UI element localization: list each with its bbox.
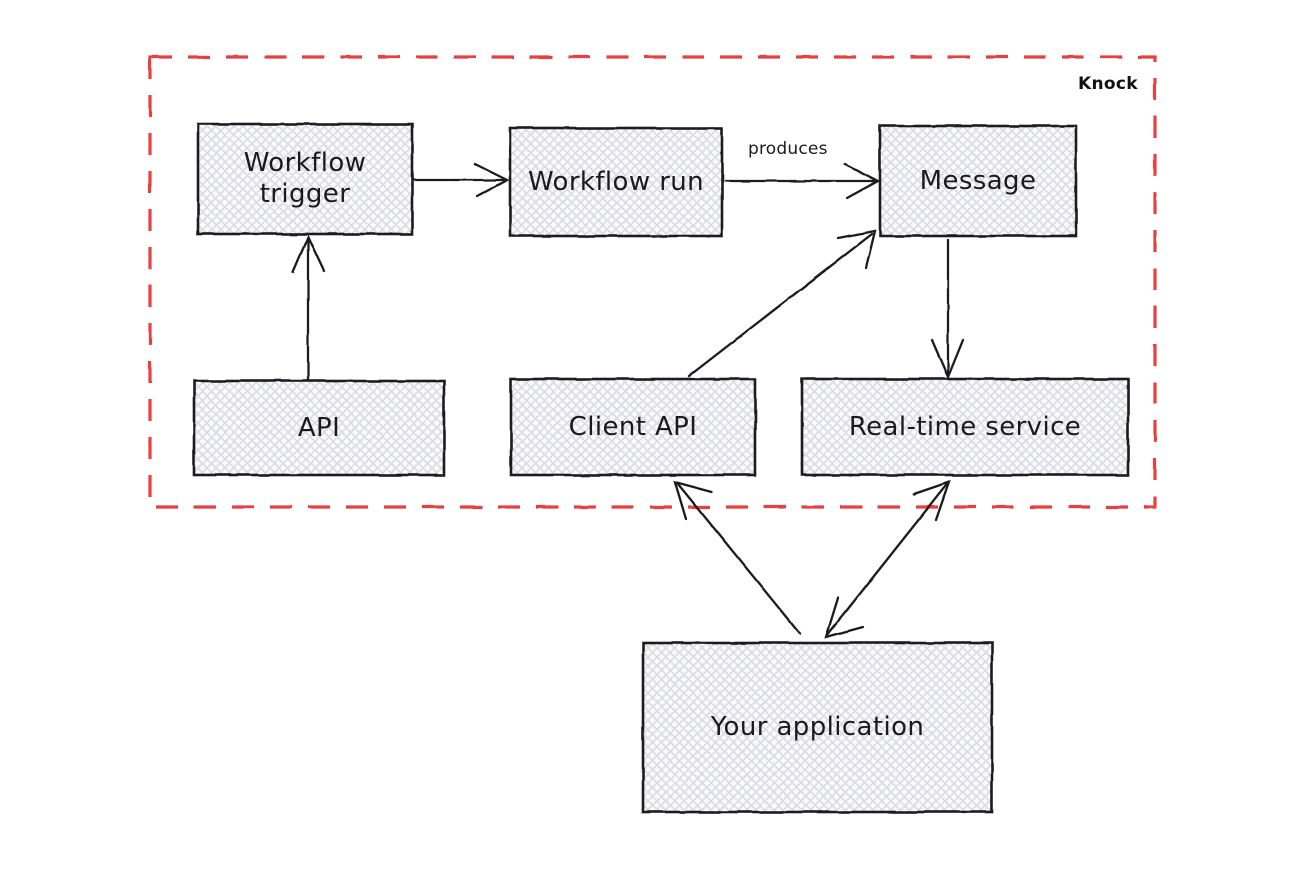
boundary-knock	[148, 55, 1157, 509]
node-box-client-api[interactable]	[509, 377, 757, 477]
node-box-your-application[interactable]	[641, 641, 994, 814]
node-box-api[interactable]	[192, 379, 446, 477]
edge-your-app-to-client-api	[673, 480, 802, 636]
edge-message-to-real-time	[930, 238, 965, 380]
edge-api-to-trigger	[291, 234, 326, 381]
edge-real-time-to-your-app	[824, 480, 951, 639]
node-box-message[interactable]	[878, 124, 1078, 238]
node-box-real-time-service[interactable]	[800, 377, 1130, 477]
edge-run-to-message	[724, 162, 881, 200]
node-box-workflow-trigger[interactable]	[196, 122, 414, 236]
edge-client-api-to-message	[687, 229, 877, 378]
node-box-workflow-run[interactable]	[508, 126, 724, 238]
edge-trigger-to-run	[412, 162, 510, 198]
